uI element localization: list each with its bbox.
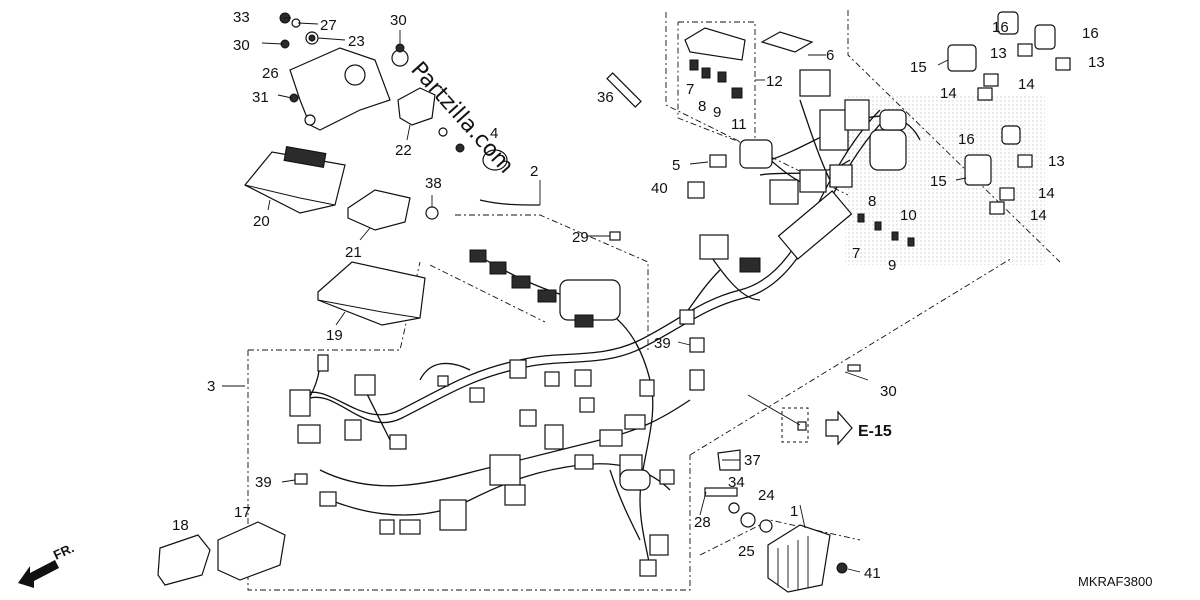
cover-17 [217, 521, 286, 581]
callout-30b: 30 [233, 37, 250, 54]
diagram-code: MKRAF3800 [1078, 574, 1152, 589]
callout-7b: 7 [852, 245, 860, 262]
callout-16a: 16 [992, 19, 1009, 36]
front-marker-label: FR. [51, 540, 76, 562]
callout-18: 18 [172, 517, 189, 534]
callout-8b: 8 [868, 193, 876, 210]
callout-21: 21 [345, 244, 362, 261]
regulator-1 [767, 524, 831, 593]
ecu-20 [244, 146, 346, 214]
callout-6: 6 [826, 47, 834, 64]
callout-14d: 14 [1030, 207, 1047, 224]
callout-13b: 13 [1088, 54, 1105, 71]
callout-9b: 9 [888, 257, 896, 274]
callout-9a: 9 [713, 104, 721, 121]
callout-30c: 30 [880, 383, 897, 400]
callout-2: 2 [530, 163, 538, 180]
callout-15b: 15 [930, 173, 947, 190]
sensor-22 [397, 87, 436, 126]
callout-39a: 39 [255, 474, 272, 491]
callout-29: 29 [572, 229, 589, 246]
callout-17: 17 [234, 504, 251, 521]
relays-right [857, 11, 1071, 247]
bracket-26 [289, 47, 391, 131]
callout-12: 12 [766, 73, 783, 90]
callout-39b: 39 [654, 335, 671, 352]
callout-8a: 8 [698, 98, 706, 115]
reference-box [781, 407, 809, 443]
callout-13a: 13 [990, 45, 1007, 62]
group-outline-fusebox [677, 21, 756, 149]
callout-36: 36 [597, 89, 614, 106]
callout-37: 37 [744, 452, 761, 469]
callout-numbers: 33 27 30 30 23 26 31 22 4 2 38 20 21 19 … [172, 9, 1105, 582]
callout-40: 40 [651, 180, 668, 197]
cover-6 [760, 31, 814, 53]
callout-7a: 7 [686, 81, 694, 98]
reference-label: E-15 [858, 423, 892, 440]
callout-26: 26 [262, 65, 279, 82]
callout-27: 27 [320, 17, 337, 34]
callout-5: 5 [672, 157, 680, 174]
front-sub-harness [739, 69, 921, 260]
callout-13c: 13 [1048, 153, 1065, 170]
callout-22: 22 [395, 142, 412, 159]
callout-34: 34 [728, 474, 745, 491]
callout-10: 10 [900, 207, 917, 224]
callout-28: 28 [694, 514, 711, 531]
callout-3: 3 [207, 378, 215, 395]
callout-30a: 30 [390, 12, 407, 29]
fuse-box-12 [684, 27, 746, 99]
callout-1: 1 [790, 503, 798, 520]
callout-38: 38 [425, 175, 442, 192]
cover-18 [157, 534, 211, 586]
callout-31: 31 [252, 89, 269, 106]
callout-23: 23 [348, 33, 365, 50]
callout-19: 19 [326, 327, 343, 344]
callout-14c: 14 [1038, 185, 1055, 202]
harness-connectors [289, 234, 761, 577]
small-hardware [279, 12, 861, 574]
callout-14a: 14 [1018, 76, 1035, 93]
leader-lines [222, 17, 967, 573]
callout-15a: 15 [910, 59, 927, 76]
reference-arrow-icon [825, 410, 853, 446]
callout-41: 41 [864, 565, 881, 582]
callout-20: 20 [253, 213, 270, 230]
front-arrow-icon [18, 560, 59, 588]
callout-4: 4 [490, 125, 498, 142]
callout-11: 11 [731, 116, 747, 133]
module-21 [347, 189, 411, 231]
callout-16c: 16 [958, 131, 975, 148]
callout-33: 33 [233, 9, 250, 26]
callout-16b: 16 [1082, 25, 1099, 42]
callout-24: 24 [758, 487, 775, 504]
callout-14b: 14 [940, 85, 957, 102]
callout-25: 25 [738, 543, 755, 560]
stippled-shading [845, 95, 1045, 265]
module-19 [317, 261, 426, 326]
